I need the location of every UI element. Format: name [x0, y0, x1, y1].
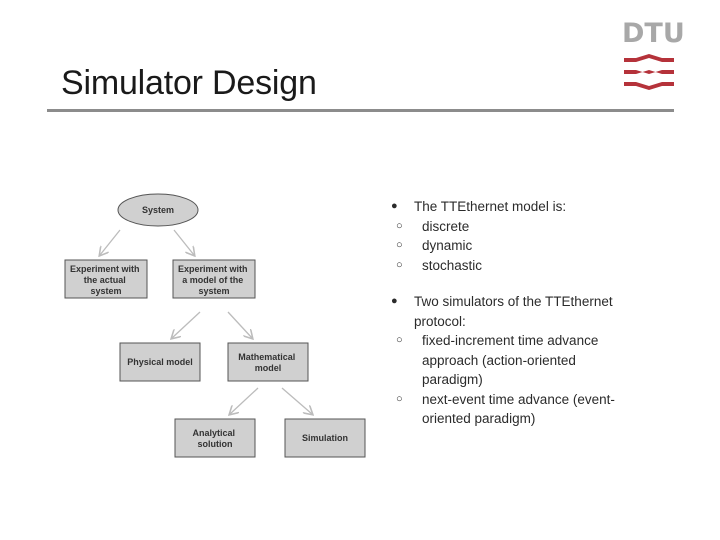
dtu-logo-text: DTU — [622, 18, 685, 49]
node-simulation-label: Simulation — [302, 433, 348, 443]
sub-bullet-glyph: ○ — [396, 334, 403, 346]
node-system — [117, 193, 199, 227]
node-system-label: System — [142, 205, 174, 215]
sub-bullet-item: ○ fixed-increment time advance approach … — [386, 331, 676, 390]
sub-bullet-text-line: fixed-increment time advance — [422, 333, 599, 348]
dtu-logo: DTU — [622, 18, 685, 96]
bullet-text-line: Two simulators of the TTEthernet — [414, 294, 613, 309]
sub-bullet-text-line: approach (action-oriented — [422, 352, 576, 368]
sub-bullet-text: stochastic — [422, 257, 483, 273]
node-physical-label: Physical model — [127, 357, 193, 367]
arrow-mathematical-to-simulation — [281, 387, 312, 414]
sub-bullet-text-line: oriented paradigm) — [422, 411, 536, 426]
sub-bullet-item: ○ dynamic — [386, 236, 676, 256]
sub-bullet-glyph: ○ — [396, 219, 403, 232]
title-rule — [47, 109, 674, 112]
bullet-text: The TTEthernet model is: — [414, 199, 567, 214]
simulation-taxonomy-diagram: System Experiment with the actual system… — [64, 193, 366, 458]
arrow-system-to-model — [173, 229, 194, 255]
sub-bullet-text: dynamic — [422, 238, 473, 253]
sub-bullet-item: ○ discrete — [386, 217, 676, 237]
arrow-model-to-mathematical — [227, 311, 252, 338]
arrow-system-to-actual — [100, 229, 121, 255]
arrow-mathematical-to-analytical — [230, 387, 259, 414]
bullet-text-line: protocol: — [414, 313, 466, 329]
sub-bullet-text: discrete — [422, 218, 470, 234]
node-model-label: Experiment with a model of the system — [178, 264, 250, 296]
node-simulation — [284, 418, 366, 458]
bullet-glyph: ● — [391, 200, 398, 212]
sub-bullet-glyph: ○ — [396, 239, 403, 251]
bullet-item: ● The TTEthernet model is: — [386, 197, 676, 217]
bullet-item: ● Two simulators of the TTEthernet proto… — [386, 292, 676, 331]
sub-bullet-text-line: next-event time advance (event- — [422, 391, 615, 407]
node-analytical-label: Analytical solution — [192, 428, 237, 449]
node-mathematical — [227, 342, 309, 382]
dtu-logo-mark — [624, 54, 674, 90]
node-physical — [119, 342, 201, 382]
node-analytical — [174, 418, 256, 458]
arrow-model-to-physical — [172, 311, 201, 338]
sub-bullet-item: ○ next-event time advance (event- orient… — [386, 390, 676, 429]
node-mathematical-label: Mathematical model — [238, 352, 298, 373]
sub-bullet-glyph: ○ — [396, 392, 403, 405]
node-actual-label: Experiment with the actual system — [70, 264, 142, 296]
bullet-list: ● The TTEthernet model is: ○ discrete ○ … — [386, 197, 676, 429]
sub-bullet-item: ○ stochastic — [386, 256, 676, 276]
bullet-glyph: ● — [391, 295, 398, 307]
node-model — [172, 259, 256, 299]
node-actual — [64, 259, 148, 299]
sub-bullet-glyph: ○ — [396, 258, 403, 271]
slide-title: Simulator Design — [61, 64, 317, 102]
sub-bullet-text-line: paradigm) — [422, 372, 483, 387]
